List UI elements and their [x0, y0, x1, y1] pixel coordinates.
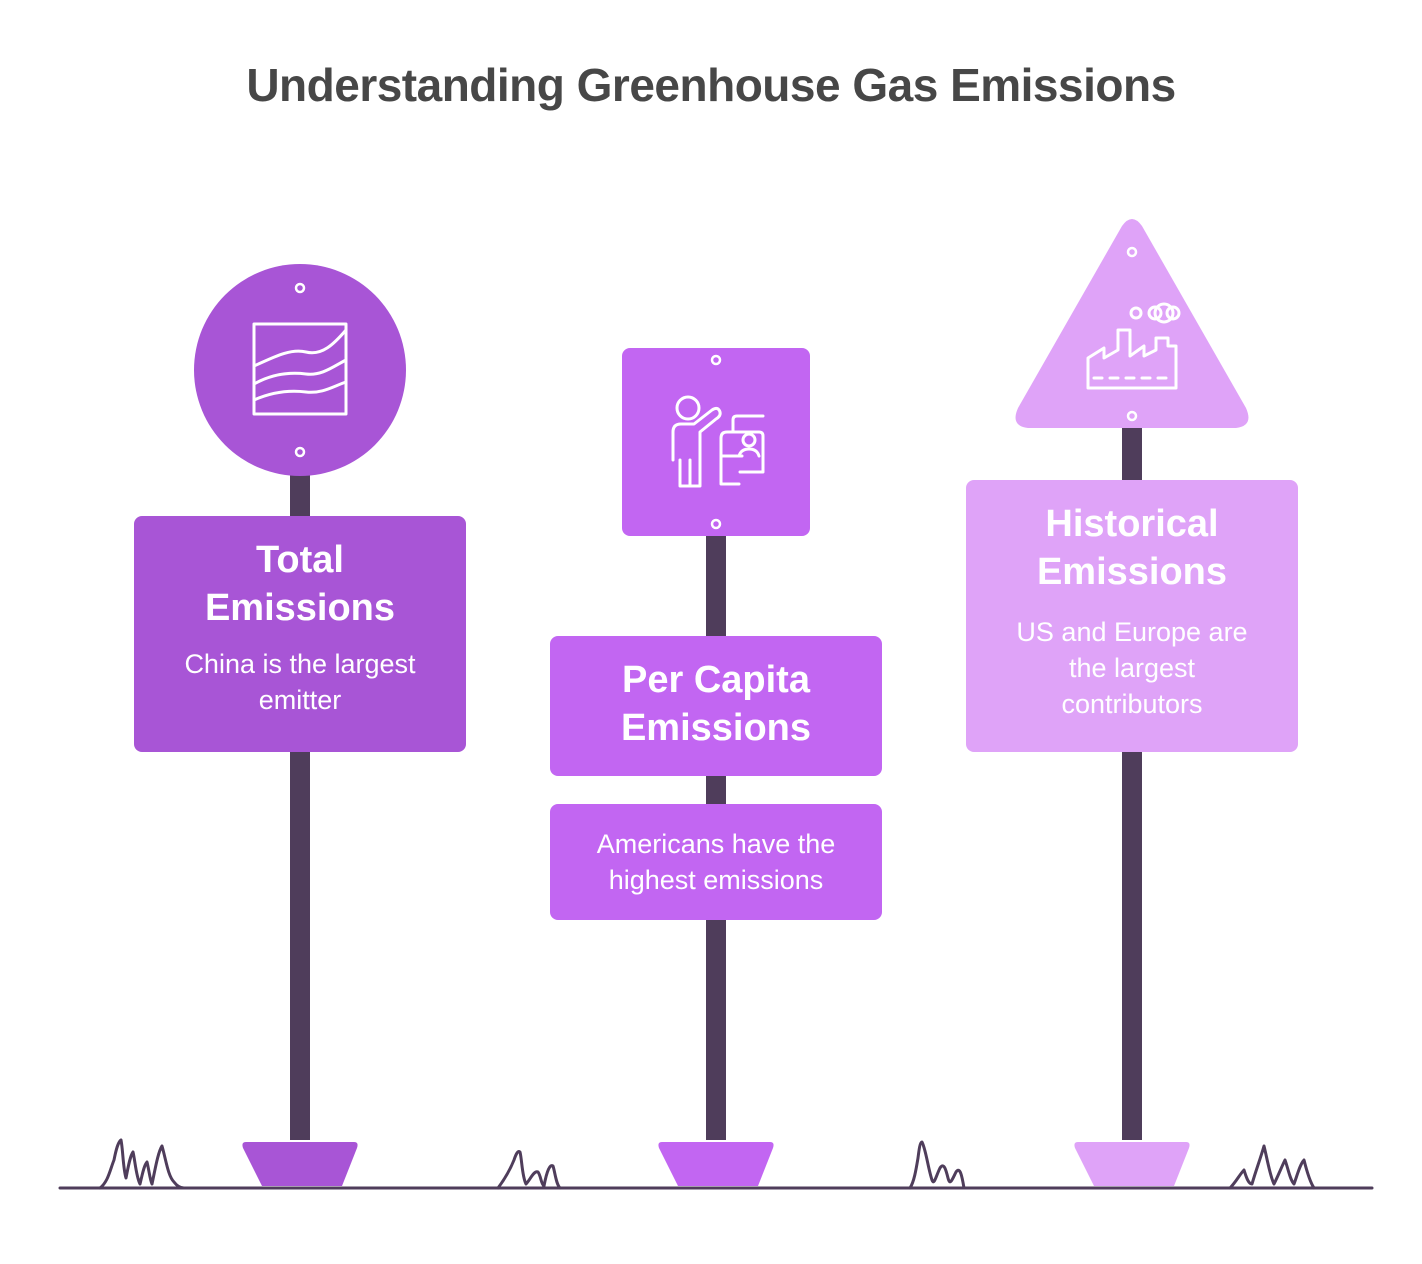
sign-heading-line: Historical: [1045, 503, 1219, 545]
sign-topper-historical: [1015, 219, 1249, 428]
sign-heading-line: Per Capita: [622, 659, 810, 701]
sign-description: China is the largest emitter: [134, 646, 466, 718]
sign-heading-line: Total: [256, 539, 344, 581]
sign-description-line: contributors: [1061, 689, 1203, 719]
sign-panel-total-emissions: Total Emissions China is the largest emi…: [134, 516, 466, 752]
grass-tuft: [98, 1138, 186, 1190]
sign-description: Americans have the highest emissions: [550, 826, 882, 898]
sign-description-line: US and Europe are: [1016, 617, 1248, 647]
base-percapita: [658, 1142, 774, 1186]
sign-description-line: China is the largest: [184, 649, 416, 679]
sign-panel-per-capita-emissions: Per Capita Emissions: [550, 636, 882, 776]
sign-heading: Total Emissions: [134, 536, 466, 632]
sign-description-line: the largest: [1068, 653, 1196, 683]
sign-heading: Per Capita Emissions: [550, 656, 882, 752]
sign-description-line: highest emissions: [608, 865, 824, 895]
sign-panel-per-capita-description: Americans have the highest emissions: [550, 804, 882, 920]
sign-heading: Historical Emissions: [966, 500, 1298, 596]
sign-description-line: Americans have the: [596, 829, 836, 859]
sign-description-line: emitter: [258, 685, 342, 715]
ground: [58, 1138, 1374, 1190]
page-title: Understanding Greenhouse Gas Emissions: [246, 59, 1176, 111]
grass-tuft: [496, 1150, 562, 1190]
area-chart-icon: [252, 322, 348, 416]
sign-heading-line: Emissions: [620, 707, 812, 749]
grass-tuft: [1228, 1144, 1316, 1190]
sign-description: US and Europe are the largest contributo…: [966, 614, 1298, 722]
sign-topper-total: [194, 264, 406, 476]
sign-heading-line: Emissions: [204, 587, 396, 629]
sign-topper-percapita: [622, 348, 810, 536]
base-historical: [1074, 1142, 1190, 1186]
grass-tuft: [908, 1140, 966, 1190]
base-total: [242, 1142, 358, 1186]
sign-heading-line: Emissions: [1036, 551, 1228, 593]
person-presenting-icon: [671, 395, 765, 488]
bases: [242, 1142, 1190, 1186]
sign-panel-historical-emissions: Historical Emissions US and Europe are t…: [966, 480, 1298, 752]
factory-icon: [1086, 302, 1181, 390]
